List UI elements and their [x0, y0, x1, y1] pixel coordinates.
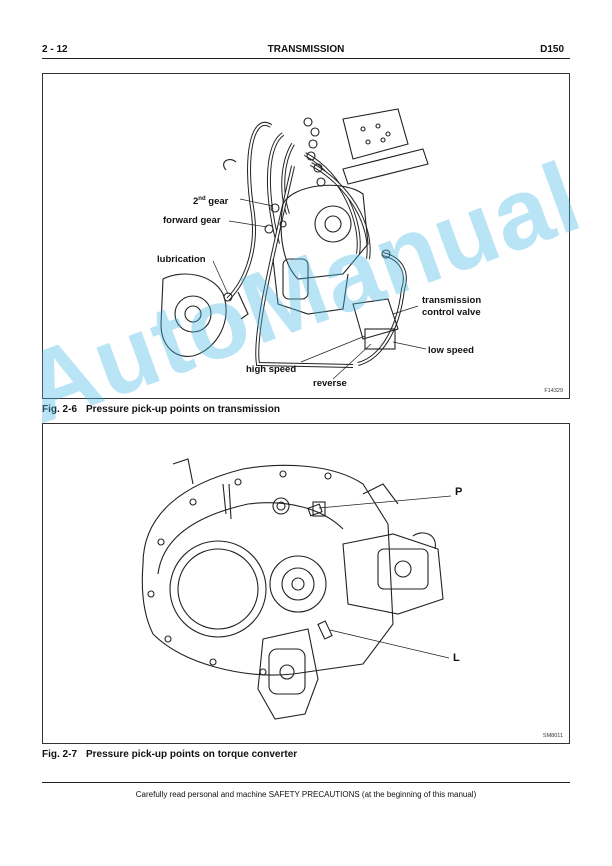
header-rule [42, 58, 570, 59]
page-number: 2 - 12 [42, 44, 68, 55]
figure-code: F14329 [544, 388, 563, 394]
section-title: TRANSMISSION [267, 44, 345, 55]
model-name: D150 [540, 44, 564, 55]
figure-code: SM8011 [542, 733, 563, 739]
label-second-gear: 2nd gear [193, 196, 229, 208]
footer-note: Carefully read personal and machine SAFE… [135, 790, 477, 799]
label-reverse: reverse [313, 378, 347, 389]
label-high-speed: high speed [246, 364, 297, 375]
label-p: P [455, 486, 463, 498]
label-l: L [453, 652, 460, 664]
label-lubrication: lubrication [157, 254, 206, 265]
footer-rule [42, 782, 570, 783]
label-low-speed: low speed [428, 345, 474, 356]
figure-transmission: 2nd gear forward gear lubrication transm… [42, 73, 570, 399]
torque-converter-illustration [141, 458, 452, 720]
label-forward-gear: forward gear [163, 215, 221, 226]
transmission-illustration [160, 108, 429, 380]
figure-torque-converter: P L SM8011 [42, 423, 570, 744]
